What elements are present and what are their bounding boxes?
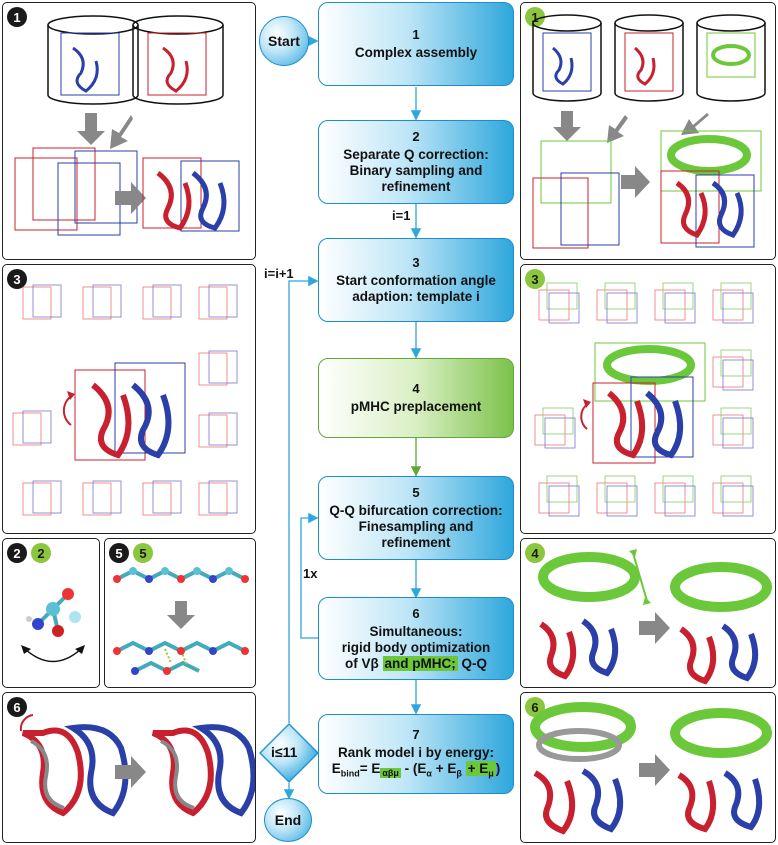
step-text: Complex assembly [354,45,478,60]
step-number: 3 [412,255,420,270]
panel-badge: 6 [7,697,27,717]
conformation-grid-with-pmhc-illustration [534,282,754,517]
panel-left-3: 3 [2,264,256,534]
step-1-complex-assembly: 1 Complex assembly [318,2,514,86]
formula-part: - (E [400,760,427,776]
complex-assembly-illustration [14,15,240,236]
panel-badge: 5 [133,543,153,563]
formula-part: + E [467,760,489,776]
formula-sub: β [456,768,462,779]
step-text: Q-Q bifurcation correction: Finesampling… [329,503,503,550]
panel-left-1: 1 [2,2,256,260]
formula-part: + E [431,760,457,776]
step-text-part: Q-Q [461,655,488,671]
step-text-line-3: of Vβ and pMHC; Q-Q [344,655,488,672]
formula-sub: α [426,768,432,779]
panel-left-6: 6 [2,692,256,843]
rigid-body-optimization-illustration [19,714,255,817]
panel-badge: 1 [525,7,545,27]
iteration-condition-diamond: i≤11 [259,723,319,783]
pmhc-preplacement-illustration [538,549,772,685]
panel-right-6: 6 [520,692,776,843]
step-text-part: of Vβ [344,655,379,671]
formula-part: ) [495,760,501,776]
formula-sub: bind [340,768,360,779]
conformation-grid-illustration [12,284,238,516]
end-node: End [264,798,312,842]
step-number: 7 [412,726,420,742]
step-number: 4 [412,381,420,396]
panel-right-4: 4 [520,538,776,688]
panel-small-5: 5 5 [104,538,256,688]
iteration-init-label: i=1 [392,208,411,223]
step-2-separate-q-correction: 2 Separate Q correction: Binary sampling… [318,120,514,204]
panel-badge: 3 [7,269,27,289]
panel-badge: 4 [525,543,545,563]
step-number: 6 [412,605,420,621]
panel-badge: 2 [7,543,27,563]
step-text-line-1: Simultaneous: [369,623,463,639]
step-5-qq-bifurcation-correction: 5 Q-Q bifurcation correction: Finesampli… [318,476,514,560]
panel-badge: 3 [525,269,545,289]
panel-badge: 5 [109,543,129,563]
rigid-body-optimization-pmhc-illustration [530,702,772,835]
step-text: Start conformation angle adaption: templ… [336,273,496,304]
residue-rotation-illustration [21,588,85,663]
step-number: 1 [412,27,420,42]
step-text-line-2: rigid body optimization [341,639,491,655]
loop-count-label: 1x [303,566,318,581]
formula-part: E [331,760,341,776]
pmhc-highlight: and pMHC; [382,655,458,671]
pmhc-energy-highlight: + Eμ [465,760,496,779]
step-3-conformation-adaption: 3 Start conformation angle adaption: tem… [318,238,514,322]
condition-label: i≤11 [271,744,298,760]
step-6-simultaneous-optimization: 6 Simultaneous: rigid body optimization … [318,597,514,680]
iteration-increment-label: i=i+1 [264,266,294,281]
step-number: 2 [412,129,420,144]
step-text: Rank model i by energy: [337,744,495,760]
step-4-pmhc-preplacement: 4 pMHC preplacement [318,358,514,438]
panel-right-1: 1 [520,2,776,260]
panel-badge: 1 [7,7,27,27]
formula-sub: μ [488,768,494,779]
start-node: Start [259,16,309,66]
panel-small-2: 2 2 [2,538,100,688]
step-number: 5 [412,485,420,500]
complex-assembly-with-pmhc-illustration [532,14,766,249]
hydrogen-bond-illustration [113,567,249,675]
formula-part: = E [359,760,381,776]
panel-right-3: 3 [520,264,776,534]
formula-sub: αβμ [380,768,401,779]
panel-badge: 2 [31,543,51,563]
step-text: pMHC preplacement [350,399,482,414]
step-text: Separate Q correction: Binary sampling a… [343,147,489,194]
